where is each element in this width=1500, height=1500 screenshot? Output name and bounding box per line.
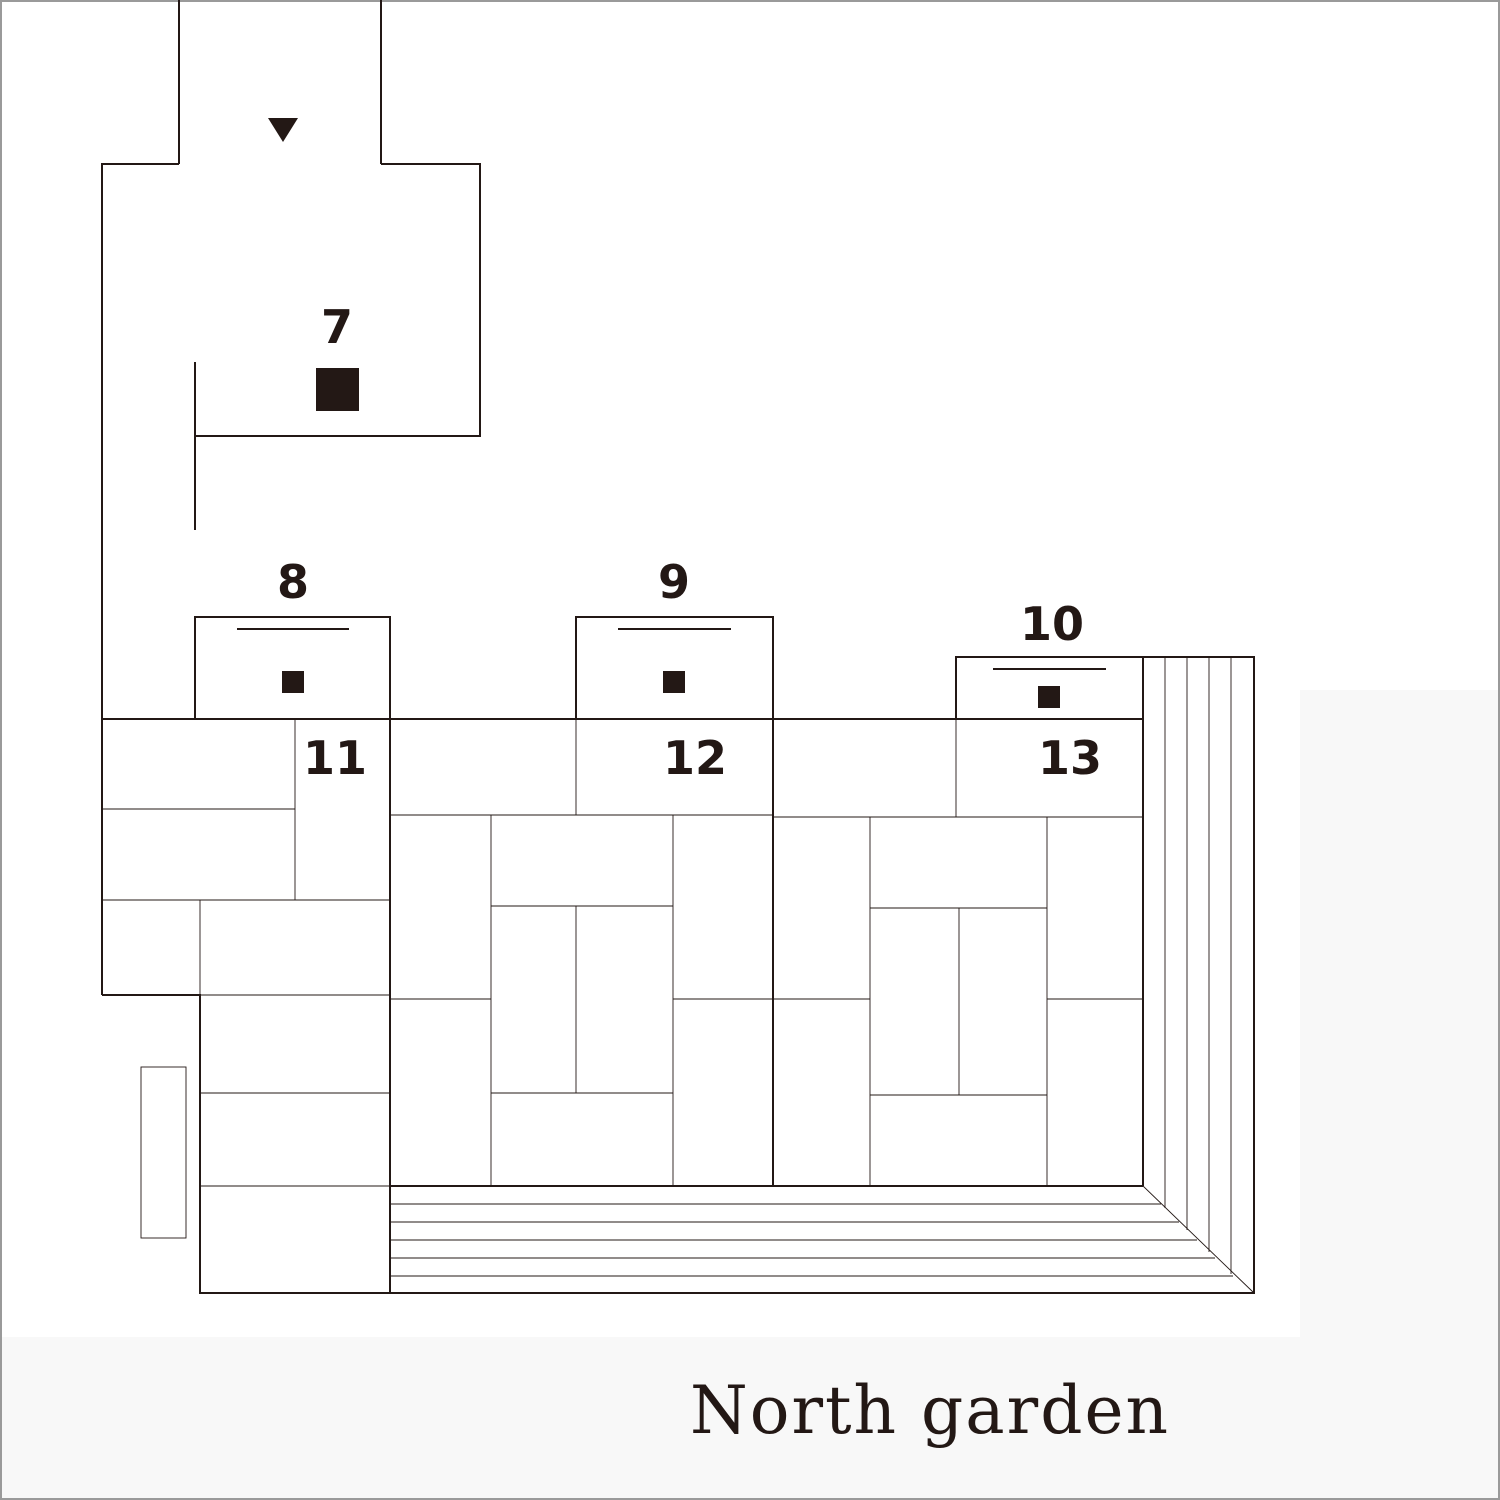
stepping-stone bbox=[140, 1066, 187, 1239]
room-7[interactable] bbox=[101, 163, 481, 995]
alcove-8[interactable] bbox=[194, 616, 391, 719]
tatami-room-11 bbox=[102, 719, 390, 1187]
entrance-arrow-icon bbox=[268, 118, 298, 142]
tatami-room-12 bbox=[390, 719, 773, 1186]
garden-caption: North garden bbox=[690, 1372, 1170, 1449]
room-label-9: 9 bbox=[658, 555, 690, 609]
alcove-9[interactable] bbox=[575, 616, 774, 719]
room-label-13: 13 bbox=[1038, 731, 1102, 785]
square-marker-icon bbox=[282, 671, 304, 693]
room-label-7: 7 bbox=[321, 300, 353, 354]
entrance-corridor bbox=[178, 0, 382, 164]
square-marker-icon bbox=[316, 368, 359, 411]
room-label-8: 8 bbox=[277, 555, 309, 609]
room-label-10: 10 bbox=[1020, 597, 1084, 651]
veranda-boards bbox=[390, 657, 1255, 1294]
room-label-11: 11 bbox=[303, 731, 367, 785]
alcove-10[interactable] bbox=[955, 656, 1143, 719]
interior-area bbox=[0, 0, 1500, 1337]
square-marker-icon bbox=[1038, 686, 1060, 708]
room-boundaries bbox=[102, 656, 1255, 1294]
square-marker-icon bbox=[663, 671, 685, 693]
tatami-room-13 bbox=[773, 719, 1143, 1186]
room-label-12: 12 bbox=[663, 731, 727, 785]
